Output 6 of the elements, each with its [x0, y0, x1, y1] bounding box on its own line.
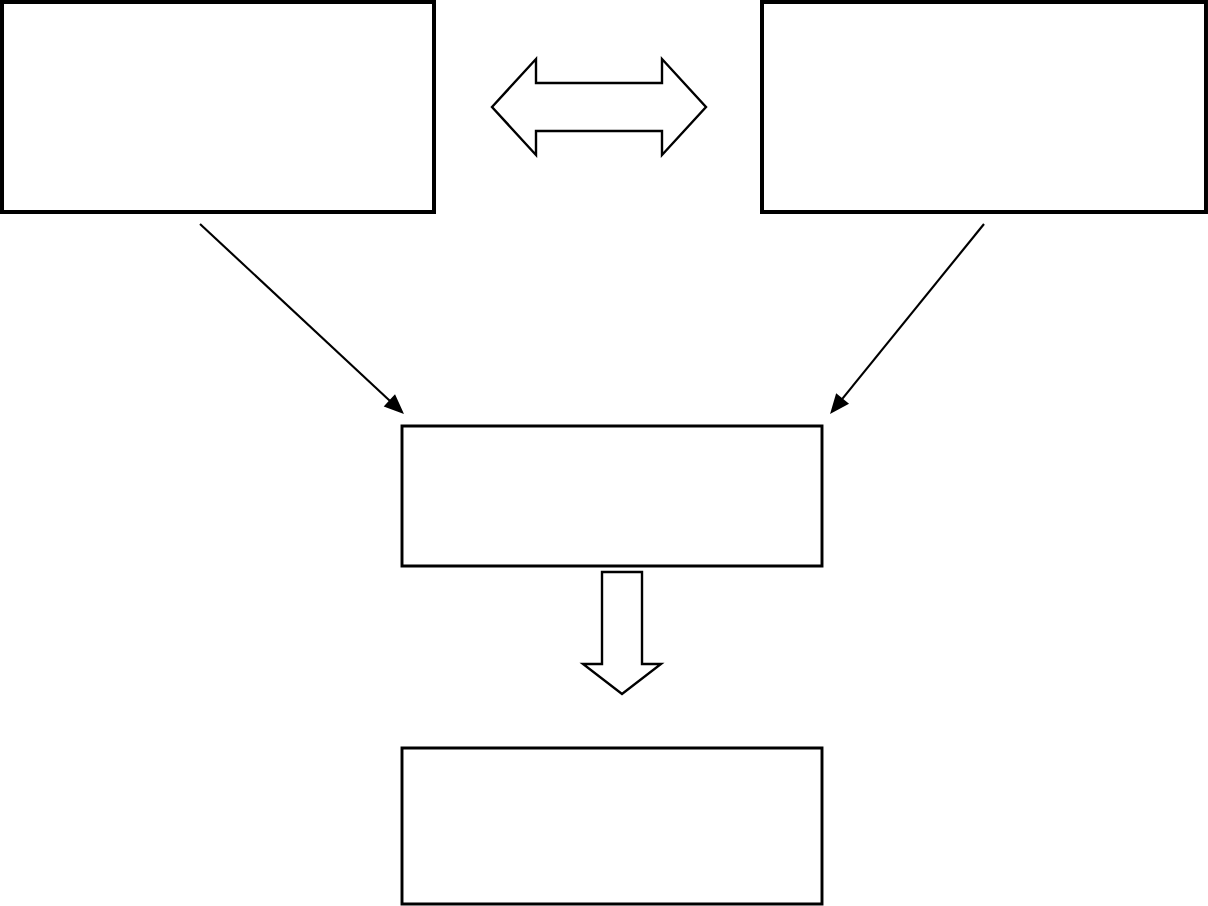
empty-box: [760, 0, 1208, 214]
empty-box: [400, 746, 824, 906]
block-arrow: [579, 570, 665, 696]
empty-box: [0, 0, 436, 214]
double-block-arrow: [490, 55, 708, 159]
empty-box: [400, 424, 824, 568]
